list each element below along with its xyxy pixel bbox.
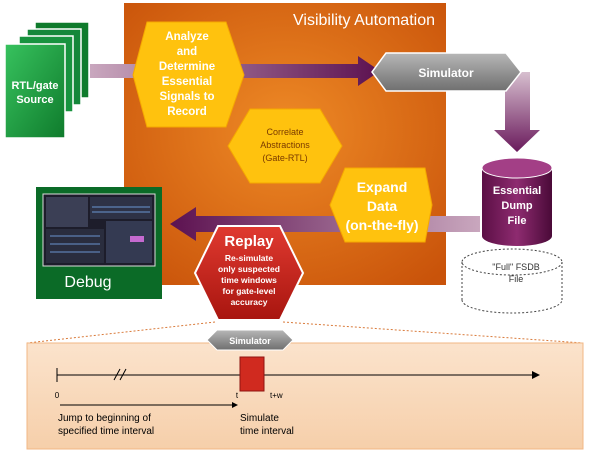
fsdb-line2: File: [509, 274, 524, 284]
correlate-line2: Abstractions: [260, 140, 310, 150]
simulator-bottom: Simulator: [206, 329, 294, 351]
correlate-abstractions-box: Correlate Abstractions (Gate-RTL): [227, 108, 343, 184]
rtl-source-line2: Source: [16, 94, 53, 106]
analyze-line1: Analyze: [165, 31, 208, 43]
jump-line2: specified time interval: [58, 426, 154, 437]
tick-t: t: [236, 391, 239, 400]
simulator-bottom-label: Simulator: [229, 336, 271, 346]
dump-line1: Essential: [493, 185, 541, 197]
jump-line1: Jump to beginning of: [58, 413, 151, 424]
replay-line4: for gate-level: [223, 286, 276, 296]
panel-title: Visibility Automation: [293, 12, 435, 29]
analyze-line3: Determine: [159, 61, 215, 73]
simulate-line1: Simulate: [240, 413, 279, 424]
expand-line2: Data: [367, 198, 398, 214]
debug-label: Debug: [64, 274, 111, 291]
expand-line3: (on-the-fly): [345, 217, 418, 233]
dump-line2: Dump: [501, 200, 532, 212]
analyze-signals-box: Analyze and Determine Essential Signals …: [132, 21, 245, 128]
replay-line5: accuracy: [231, 297, 268, 307]
timeline: 0 t t+w Jump to beginning of specified t…: [55, 356, 540, 437]
expand-data-box: Expand Data (on-the-fly): [329, 167, 433, 243]
dump-line3: File: [508, 215, 527, 227]
arrow-to-debug: [170, 207, 480, 241]
analyze-line6: Record: [167, 106, 207, 118]
fsdb-line1: "Full" FSDB: [492, 262, 539, 272]
debug-panel: Debug: [36, 187, 162, 299]
replay-line3: time windows: [221, 275, 277, 285]
correlate-line3: (Gate-RTL): [262, 153, 307, 163]
zoom-connector: [26, 321, 584, 344]
timeline-arrowhead: [532, 371, 540, 379]
simulate-line2: time interval: [240, 426, 294, 437]
replay-box: Replay Re-simulate only suspected time w…: [193, 225, 305, 321]
rtl-gate-source: RTL/gate Source: [4, 21, 90, 139]
replay-title: Replay: [224, 233, 274, 250]
arrow-to-dump: [494, 72, 540, 152]
timeline-break: [113, 368, 127, 381]
analyze-line2: and: [177, 46, 197, 58]
tick-zero: 0: [55, 391, 60, 400]
replay-line1: Re-simulate: [225, 253, 273, 263]
tick-tw: t+w: [270, 391, 283, 400]
time-window: [239, 356, 265, 392]
simulator-top: Simulator: [371, 52, 522, 92]
correlate-line1: Correlate: [266, 127, 303, 137]
simulator-top-label: Simulator: [418, 66, 474, 80]
essential-dump-file: Essential Dump File "Full" FSDB File: [461, 157, 563, 314]
expand-line1: Expand: [357, 179, 408, 195]
rtl-source-line1: RTL/gate: [11, 80, 58, 92]
timeline-panel: [26, 342, 584, 450]
analyze-line5: Signals to: [160, 91, 215, 103]
replay-line2: only suspected: [218, 264, 280, 274]
analyze-line4: Essential: [162, 76, 213, 88]
